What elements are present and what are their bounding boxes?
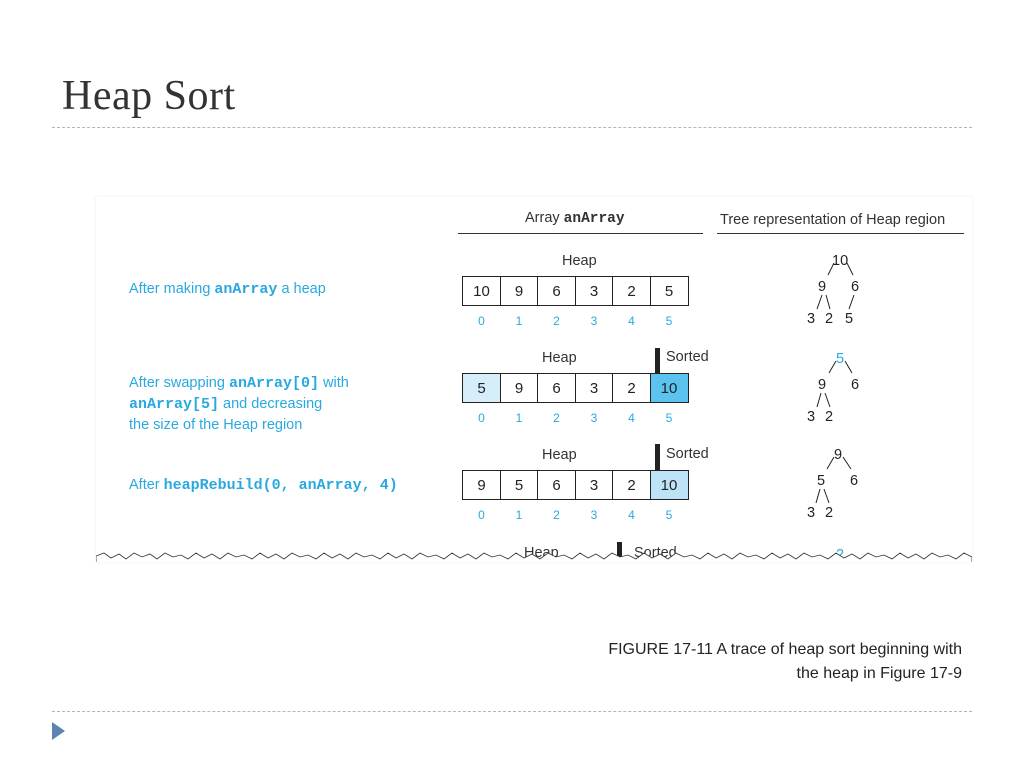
array-index: 3: [590, 411, 598, 425]
step-2-tree: 5 9 6 3 2: [796, 351, 916, 431]
tree-node: 2: [825, 409, 834, 425]
array-index: 5: [665, 508, 673, 522]
array-cell: 6: [537, 470, 576, 500]
step-3-heap-label: Heap: [542, 447, 577, 463]
array-cell: 10: [649, 470, 689, 500]
tree-node: 9: [818, 279, 827, 295]
heap-sort-trace-figure: Array anArray Tree representation of Hea…: [96, 197, 972, 562]
array-cell: 9: [499, 276, 539, 306]
array-index: 0: [478, 314, 485, 328]
array-index: 5: [665, 314, 673, 328]
array-cell: 10: [649, 373, 689, 403]
array-cell: 3: [574, 470, 614, 500]
step-2-heap-label: Heap: [542, 350, 577, 366]
tree-node: 3: [807, 505, 816, 521]
tree-node: 5: [845, 311, 854, 327]
array-index: 5: [665, 411, 673, 425]
step-4-tree-root-partial: 2: [836, 547, 845, 562]
array-index: 0: [478, 508, 485, 522]
step-2-label: After swapping anArray[0] with anArray[5…: [129, 375, 349, 433]
array-cell: 2: [612, 373, 651, 403]
step-1-heap-label: Heap: [562, 253, 597, 269]
step-2-sorted-label: Sorted: [666, 349, 709, 365]
array-index: 1: [515, 314, 523, 328]
step-2-indices: 0 1 2 3 4 5: [462, 411, 689, 425]
array-index: 2: [553, 314, 560, 328]
array-cell: 10: [462, 276, 501, 306]
footer-divider: [52, 711, 972, 712]
array-header-rule: [458, 233, 703, 234]
array-index: 1: [515, 411, 523, 425]
tree-node: 5: [836, 351, 845, 367]
tree-node: 9: [818, 377, 827, 393]
array-index: 0: [478, 411, 485, 425]
array-cell: 6: [537, 276, 576, 306]
play-triangle-icon: [52, 722, 65, 740]
array-index: 4: [628, 411, 635, 425]
tree-node: 9: [834, 447, 843, 463]
figure-caption: FIGURE 17-11 A trace of heap sort beginn…: [608, 641, 962, 682]
array-index: 3: [590, 508, 598, 522]
array-column-header: Array anArray: [525, 210, 625, 227]
array-cell: 9: [499, 373, 539, 403]
step-3-label: After heapRebuild(0, anArray, 4): [129, 477, 398, 494]
tree-edges: [816, 262, 855, 310]
array-cell: 5: [649, 276, 689, 306]
tree-node: 3: [807, 311, 816, 327]
step-4-sorted-marker: [617, 542, 622, 562]
torn-edge: [96, 552, 972, 562]
step-3-indices: 0 1 2 3 4 5: [462, 508, 689, 522]
array-cell: 5: [499, 470, 539, 500]
array-index: 2: [553, 508, 560, 522]
title-divider: [52, 127, 972, 128]
slide-title: Heap Sort: [62, 73, 236, 119]
tree-node: 6: [851, 279, 860, 295]
tree-node: 3: [807, 409, 816, 425]
step-1-array: 10 9 6 3 2 5: [462, 276, 689, 306]
step-2-sorted-marker: [655, 348, 660, 374]
array-cell: 5: [462, 373, 501, 403]
array-index: 4: [628, 314, 635, 328]
tree-node: 5: [817, 473, 826, 489]
tree-node: 6: [850, 473, 859, 489]
array-cell: 6: [537, 373, 576, 403]
step-3-sorted-label: Sorted: [666, 446, 709, 462]
tree-column-header: Tree representation of Heap region: [720, 212, 946, 228]
array-cell: 3: [574, 373, 614, 403]
tree-node: 10: [832, 253, 849, 269]
tree-node: 6: [851, 377, 860, 393]
tree-edges: [816, 360, 853, 408]
step-3-sorted-marker: [655, 444, 660, 470]
step-3-tree: 9 5 6 3 2: [796, 447, 916, 527]
array-cell: 2: [612, 276, 651, 306]
tree-header-rule: [717, 233, 964, 234]
array-cell: 2: [612, 470, 651, 500]
array-cell: 9: [462, 470, 501, 500]
array-index: 1: [515, 508, 523, 522]
tree-node: 2: [825, 505, 834, 521]
array-index: 3: [590, 314, 598, 328]
tree-node: 2: [825, 311, 834, 327]
step-1-label: After making anArray a heap: [129, 281, 326, 298]
array-header-name: anArray: [563, 211, 625, 227]
step-2-array: 5 9 6 3 2 10: [462, 373, 689, 403]
tree-edges: [815, 456, 852, 504]
step-1-tree: 10 9 6 3 2 5: [796, 253, 916, 333]
step-3-array: 9 5 6 3 2 10: [462, 470, 689, 500]
array-index: 4: [628, 508, 635, 522]
array-cell: 3: [574, 276, 614, 306]
array-index: 2: [553, 411, 560, 425]
step-1-indices: 0 1 2 3 4 5: [462, 314, 689, 328]
array-header-prefix: Array: [525, 210, 564, 226]
